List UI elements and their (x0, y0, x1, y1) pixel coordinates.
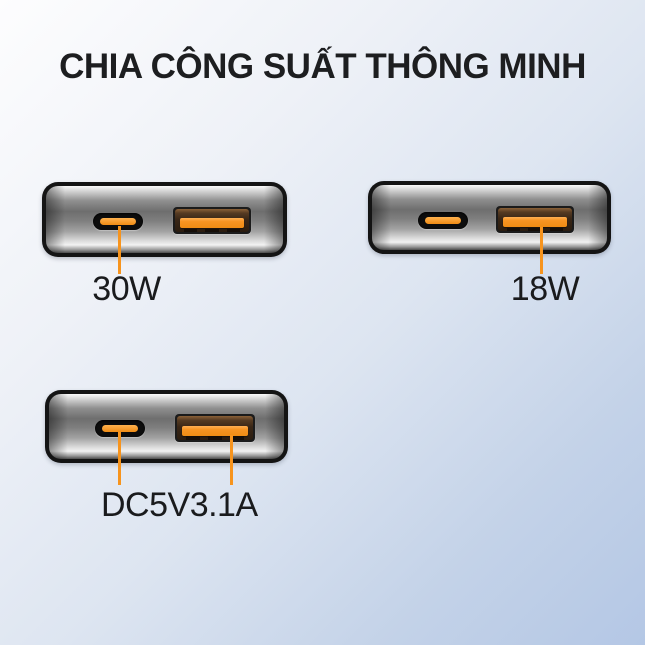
usb-a-cavity (498, 208, 572, 231)
usb-c-tongue (100, 218, 136, 225)
usb-c-port-icon (418, 212, 468, 229)
usb-a-cavity (175, 209, 249, 232)
usb-a-contacts (184, 228, 240, 232)
powerbank-metal-face (372, 185, 607, 250)
callout-line-usb-c (118, 226, 121, 274)
usb-a-tongue (182, 425, 248, 437)
usb-a-port-icon (175, 414, 255, 442)
usb-c-port-icon (93, 213, 143, 230)
usb-c-port-icon (95, 420, 145, 437)
powerbank-edge (42, 182, 287, 257)
power-label: 30W (92, 270, 161, 308)
usb-a-cavity (177, 416, 253, 440)
powerbank-group-18w: 18W (368, 181, 611, 341)
usb-c-tongue (425, 217, 461, 224)
power-label: 18W (510, 270, 580, 308)
usb-c-tongue (102, 425, 138, 432)
callout-line-usb-a (540, 227, 543, 274)
powerbank-metal-face (46, 186, 283, 253)
usb-a-port-icon (173, 207, 251, 234)
power-label: DC5V3.1A (101, 486, 258, 524)
powerbank-group-dc5v: DC5V3.1A (45, 390, 288, 565)
usb-a-contacts (507, 227, 563, 231)
callout-line-usb-a (230, 435, 233, 485)
powerbank-group-30w: 30W (42, 182, 287, 342)
usb-a-port-icon (496, 206, 574, 233)
usb-a-tongue (180, 218, 244, 229)
powerbank-edge (368, 181, 611, 254)
powerbank-metal-face (49, 394, 284, 459)
usb-a-contacts (186, 436, 244, 440)
callout-line-usb-c (118, 432, 121, 485)
powerbank-edge (45, 390, 288, 463)
usb-a-tongue (503, 217, 567, 228)
page-title: CHIA CÔNG SUẤT THÔNG MINH (59, 47, 586, 86)
